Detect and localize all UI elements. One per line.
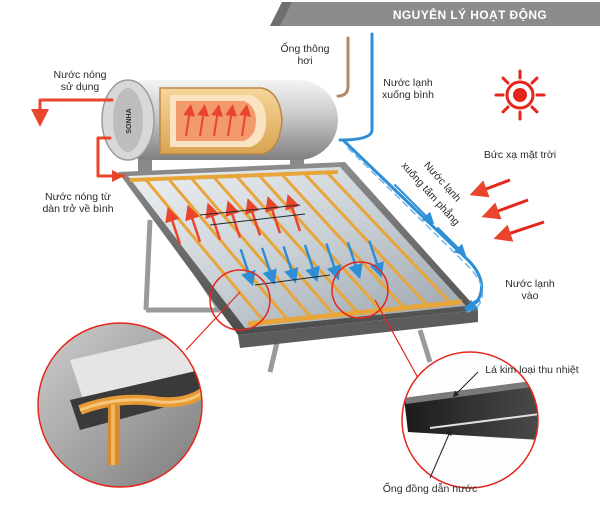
tank-heat-arrow <box>183 104 196 137</box>
copper-tube-detail <box>37 269 271 488</box>
hot-outlet-pipe <box>31 98 114 127</box>
riser-tube <box>167 177 289 321</box>
cold-inlet-pipe <box>338 32 374 142</box>
water-tank: SONHA <box>101 79 338 161</box>
sun-ray <box>501 105 510 114</box>
label-absorber-plate: Lá kim loại thu nhiệt <box>485 364 578 376</box>
tank-heat-arrows <box>183 104 252 137</box>
cold-flow-arrow <box>346 241 363 280</box>
header-title: NGUYÊN LÝ HOẠT ĐỘNG <box>393 7 547 22</box>
riser-tube <box>189 176 312 318</box>
label-hot-out-line1: Nước nóng <box>53 69 106 81</box>
label-vent-line2: hơi <box>297 55 312 67</box>
label-vent-line1: Ống thông <box>280 41 329 55</box>
cold-flow-arrow <box>368 240 385 278</box>
sun-ray <box>501 76 510 85</box>
absorber-plate-detail <box>331 261 539 489</box>
label-hot-out-line2: sử dụng <box>61 81 100 93</box>
hot-flow-arrow <box>165 206 182 245</box>
label-cold-in-line1: Nước lạnh <box>505 278 555 290</box>
hot-flow-arrow <box>185 204 202 243</box>
hot-flow-arrow <box>245 198 262 236</box>
label-copper-pipe: Ống đồng dẫn nước <box>383 481 477 495</box>
riser-tube <box>212 175 336 316</box>
cold-flow-arrow <box>239 248 256 287</box>
label-hot-return-line1: Nước nóng từ <box>45 191 111 203</box>
tank-heat-arrow <box>211 104 224 137</box>
label-cold-tank-line1: Nước lạnh <box>383 77 433 89</box>
label-cold-in-line2: vào <box>522 290 539 302</box>
cold-flow-arrow <box>260 247 277 285</box>
label-hot-return-line2: dàn trở về bình <box>42 203 113 215</box>
radiation-arrow-icon <box>469 178 545 242</box>
riser-tube <box>280 173 406 309</box>
label-radiation: Bức xạ mặt trời <box>484 149 556 161</box>
vent-pipe <box>336 36 350 98</box>
cold-flow-arrow <box>325 243 342 281</box>
cold-flow-arrow <box>282 246 299 284</box>
sun-ray <box>530 105 539 114</box>
tank-heat-arrow <box>197 104 210 137</box>
tank-heat-arrow <box>239 104 252 137</box>
riser-tube <box>325 171 452 304</box>
sun-icon <box>494 69 546 121</box>
flow-arrow-icon <box>106 170 481 312</box>
panel-flow-arrows <box>165 193 385 287</box>
header-banner: NGUYÊN LÝ HOẠT ĐỘNG <box>270 2 600 26</box>
label-cold-tank-line2: xuống bình <box>382 89 434 101</box>
riser-tube <box>303 172 429 307</box>
tank-logo: SONHA <box>126 108 133 133</box>
cold-flow-arrow <box>303 244 320 283</box>
sun-ray <box>530 76 539 85</box>
tank-heat-arrow <box>225 104 238 137</box>
riser-tube <box>144 178 266 323</box>
